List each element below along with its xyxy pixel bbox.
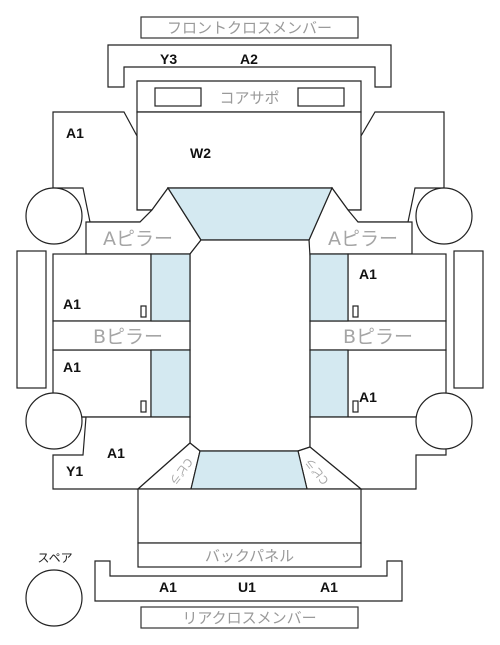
code-left-rear-quarter: A1	[107, 445, 125, 461]
right-rear-door-handle	[352, 400, 359, 413]
left-front-wheel	[25, 187, 83, 245]
left-side-mirror	[16, 250, 47, 389]
left-a-pillar-label: Aピラー	[103, 228, 173, 250]
left-front-door-handle	[140, 305, 147, 318]
code-front-member-right: A2	[240, 51, 258, 67]
core-support-left-slot	[154, 87, 202, 107]
right-side-mirror	[453, 250, 484, 389]
code-right-front-door: A1	[359, 266, 377, 282]
right-rear-window	[309, 349, 349, 418]
left-rear-door-handle	[140, 400, 147, 413]
code-left-rear-corner: Y1	[66, 463, 83, 479]
roof	[189, 239, 311, 452]
back-panel-label: バックパネル	[205, 547, 294, 565]
code-rear-member-left: A1	[159, 579, 177, 595]
rear-cross-member	[94, 560, 403, 602]
code-rear-member-center: U1	[238, 579, 256, 595]
code-right-rear-door: A1	[359, 389, 377, 405]
code-left-rear-door: A1	[63, 359, 81, 375]
right-front-window	[309, 253, 349, 322]
right-b-pillar	[309, 320, 447, 351]
back-panel	[137, 542, 362, 568]
right-front-door	[347, 253, 447, 322]
rear-cross-member-label: リアクロスメンバー	[182, 609, 316, 627]
core-support-label: コアサポ	[219, 89, 279, 107]
right-a-pillar-label: Aピラー	[328, 228, 398, 250]
code-front-member-left: Y3	[160, 51, 177, 67]
left-rear-wheel	[25, 392, 83, 450]
left-b-pillar-label: Bピラー	[93, 326, 163, 348]
left-front-window	[150, 253, 191, 322]
spare-label: スペア	[37, 551, 72, 565]
spare-tire	[25, 569, 83, 627]
trunk	[137, 488, 362, 544]
front-cross-member-box	[140, 16, 359, 39]
left-b-pillar	[52, 320, 191, 351]
code-front-left-fender: A1	[66, 125, 84, 141]
code-hood-area: W2	[190, 145, 211, 161]
rear-window	[190, 450, 308, 490]
front-cross-member-label: フロントクロスメンバー	[167, 19, 332, 37]
code-left-front-door: A1	[63, 296, 81, 312]
right-b-pillar-label: Bピラー	[343, 326, 413, 348]
left-rear-window	[150, 349, 191, 418]
code-rear-member-right: A1	[320, 579, 338, 595]
front-cross-member	[107, 44, 392, 88]
left-rear-quarter	[52, 416, 191, 490]
right-rear-wheel	[415, 392, 473, 450]
rear-cross-member-box	[140, 606, 359, 629]
right-front-wheel	[415, 187, 473, 245]
core-support-right-slot	[297, 87, 345, 107]
right-front-door-handle	[352, 305, 359, 318]
